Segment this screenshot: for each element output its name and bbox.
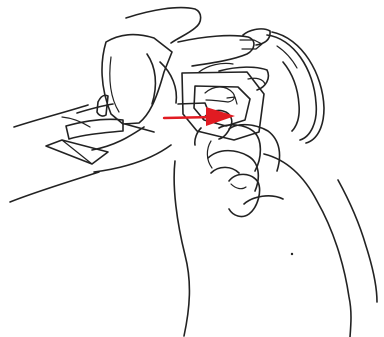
release-latch	[178, 63, 264, 140]
round-base-plate	[267, 32, 324, 143]
right-hand	[174, 110, 377, 337]
left-arm	[10, 105, 171, 202]
direction-arrow	[164, 107, 235, 126]
upper-fingers	[126, 8, 270, 90]
